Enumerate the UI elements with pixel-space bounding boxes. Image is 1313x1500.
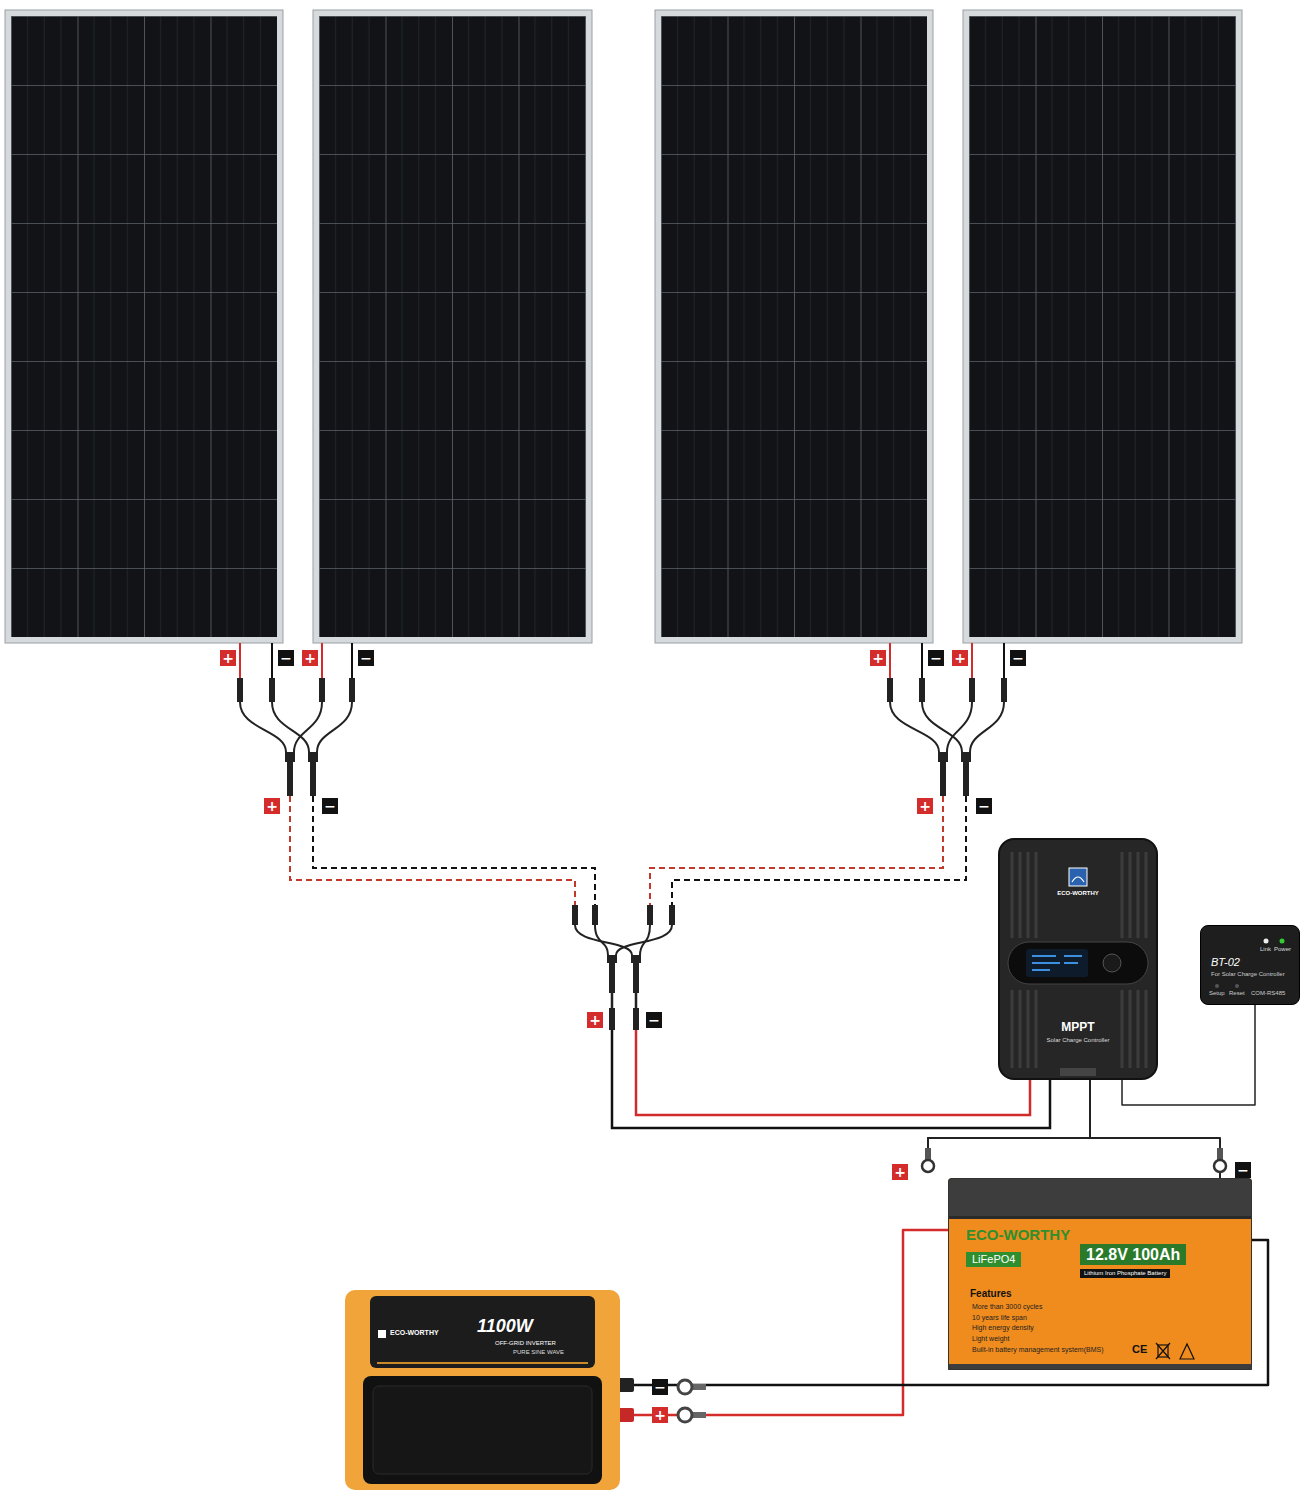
polarity-sign: − xyxy=(1235,1162,1251,1178)
feature-item: 10 years life span xyxy=(972,1314,1027,1322)
polarity-sign: − xyxy=(358,650,374,666)
charge-controller: ECO-WORTHY MPPT Solar Charge Controller xyxy=(998,838,1158,1080)
product-label: Lithium Iron Phosphate Battery xyxy=(1080,1269,1170,1278)
product-label: For Solar Charge Controller xyxy=(1211,971,1285,978)
brand-text: ECO-WORTHY xyxy=(390,1329,439,1337)
polarity-sign: − xyxy=(278,650,294,666)
chemistry-label: LiFePO4 xyxy=(966,1252,1021,1267)
rating-label: 12.8V 100Ah xyxy=(1080,1244,1186,1265)
feature-item: Built-in battery management system(BMS) xyxy=(972,1346,1104,1354)
pv-input-wires xyxy=(612,993,1050,1128)
inverter-terminal-posts xyxy=(618,1378,634,1422)
certification-mark: CE xyxy=(1132,1343,1147,1356)
lifepo4-battery: ECO-WORTHY LiFePO4 12.8V 100AhLithium Iron… xyxy=(948,1178,1252,1370)
model-label: BT-02 xyxy=(1211,956,1240,969)
polarity-sign: + xyxy=(917,798,933,814)
feature-item: More than 3000 cycles xyxy=(972,1303,1042,1311)
bluetooth-module: LinkPowerBT-02For Solar Charge Controlle… xyxy=(1200,925,1300,1005)
polarity-sign: + xyxy=(220,650,236,666)
power-inverter: ECO-WORTHY 1100W OFF-GRID INVERTER PURE SIN… xyxy=(345,1290,620,1490)
polarity-sign: + xyxy=(892,1164,908,1180)
product-label: OFF-GRID INVERTER xyxy=(495,1340,556,1347)
polarity-sign: − xyxy=(646,1012,662,1028)
brand-text: ECO-WORTHY xyxy=(966,1226,1070,1244)
polarity-sign: + xyxy=(652,1407,668,1423)
ring-terminal xyxy=(678,1380,706,1394)
y-branch-connectors xyxy=(285,752,971,796)
solar-panel xyxy=(5,10,283,643)
y-branch-cables xyxy=(240,702,1004,752)
y-branch-connectors xyxy=(607,955,641,1030)
feature-item: Light weight xyxy=(972,1335,1009,1343)
ring-terminal xyxy=(922,1148,934,1172)
solar-panel xyxy=(963,10,1242,643)
solar-panel xyxy=(655,10,933,643)
solar-panel xyxy=(313,10,592,643)
product-label: PURE SINE WAVE xyxy=(513,1349,564,1356)
indicator-label: Link xyxy=(1260,946,1271,953)
polarity-sign: − xyxy=(652,1379,668,1395)
polarity-sign: + xyxy=(587,1012,603,1028)
indicator-label: Power xyxy=(1274,946,1291,953)
panel-leads xyxy=(240,643,1004,678)
extension-cables xyxy=(290,796,966,905)
polarity-sign: − xyxy=(322,798,338,814)
polarity-sign: − xyxy=(928,650,944,666)
polarity-sign: + xyxy=(870,650,886,666)
button-label: Reset xyxy=(1229,990,1245,997)
features-heading: Features xyxy=(970,1288,1012,1300)
model-label: MPPT xyxy=(1061,1020,1094,1034)
brand-text: ECO-WORTHY xyxy=(1057,890,1099,897)
button-label: Setup xyxy=(1209,990,1225,997)
y-branch-cables xyxy=(575,925,672,955)
polarity-sign: − xyxy=(976,798,992,814)
product-label: Solar Charge Controller xyxy=(1046,1037,1109,1044)
positive-wire xyxy=(620,1230,948,1415)
feature-item: High energy density xyxy=(972,1324,1034,1332)
battery-charge-wire xyxy=(1090,1080,1220,1178)
polarity-sign: + xyxy=(264,798,280,814)
mc4-connectors xyxy=(572,905,675,925)
port-label: COM-RS485 xyxy=(1251,990,1285,997)
mc4-connectors xyxy=(237,678,1007,702)
ring-terminal xyxy=(678,1408,706,1422)
polarity-sign: − xyxy=(1010,650,1026,666)
rating-label: 1100W xyxy=(477,1316,533,1338)
battery-branch-wire xyxy=(928,1138,1090,1159)
polarity-sign: + xyxy=(952,650,968,666)
polarity-sign: + xyxy=(302,650,318,666)
ring-terminal xyxy=(1214,1148,1226,1172)
